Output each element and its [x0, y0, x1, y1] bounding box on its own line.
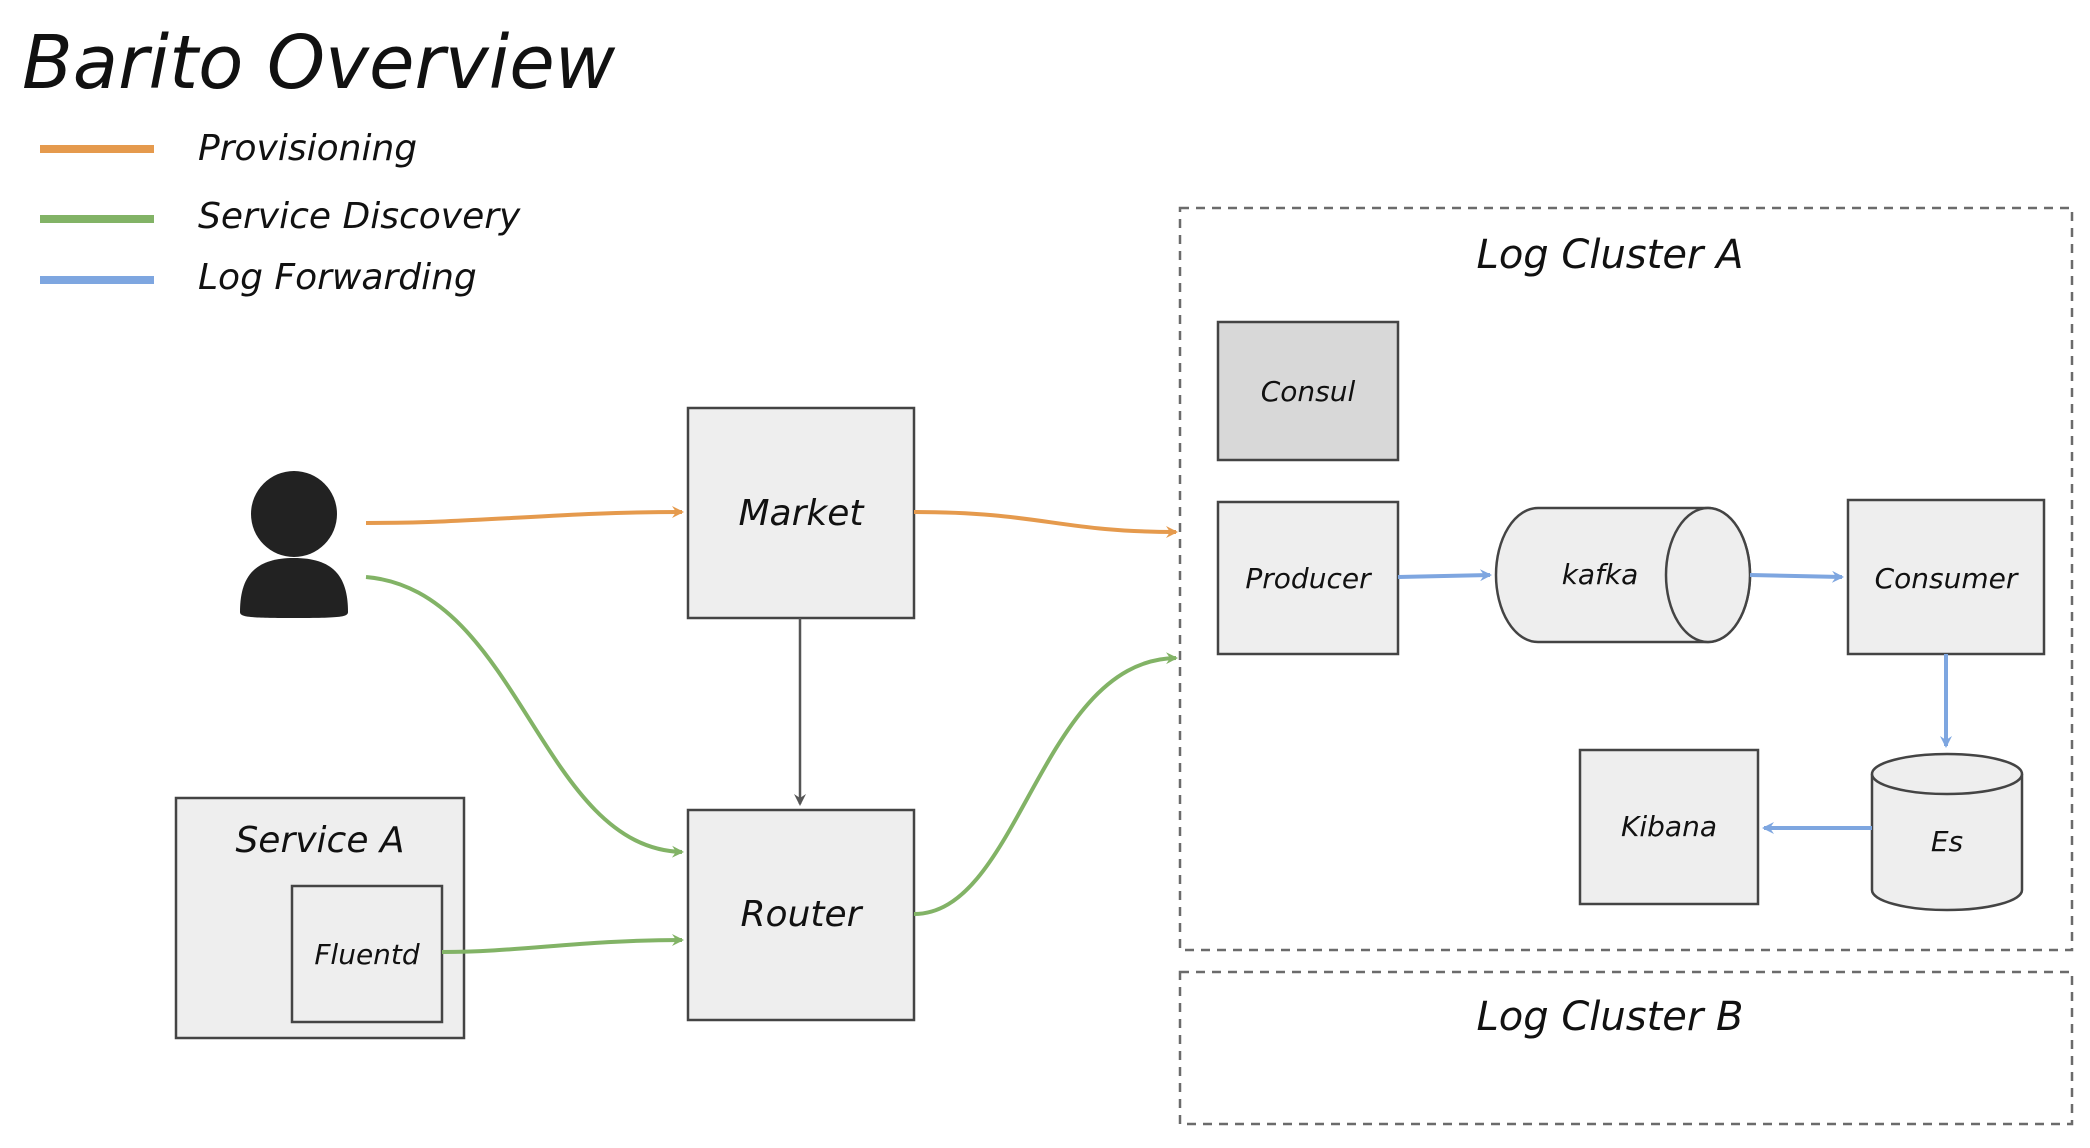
user-icon: [240, 471, 348, 618]
kibana-label: Kibana: [1621, 810, 1717, 843]
legend: Provisioning Service Discovery Log Forwa…: [40, 128, 521, 298]
edge-router-to-cluster: [913, 652, 1178, 916]
edge-user-to-market: [365, 506, 684, 525]
consul-node: [1216, 320, 1400, 462]
service-a-label: Service A: [235, 820, 404, 861]
fluentd-node: [290, 884, 444, 1024]
consumer-label: Consumer: [1875, 562, 2019, 595]
edge-producer-to-kafka: [1397, 569, 1492, 582]
producer-label: Producer: [1245, 562, 1372, 595]
kafka-label: kafka: [1562, 558, 1639, 591]
consul-label: Consul: [1261, 375, 1356, 408]
log-cluster-b-label: Log Cluster B: [1477, 994, 1744, 1040]
diagram-title: Barito Overview: [22, 20, 616, 106]
legend-label-provisioning: Provisioning: [198, 128, 417, 169]
edge-kafka-to-consumer: [1749, 570, 1844, 583]
legend-label-log-forwarding: Log Forwarding: [198, 257, 477, 298]
es-node: [1870, 752, 2024, 912]
log-cluster-a: [1178, 206, 2074, 952]
market-label: Market: [738, 493, 865, 534]
producer-node: [1216, 500, 1400, 656]
router-label: Router: [741, 894, 864, 935]
log-cluster-b: [1178, 970, 2074, 1126]
legend-label-service-discovery: Service Discovery: [198, 196, 521, 237]
edge-user-to-router: [365, 575, 684, 858]
market-node: [686, 406, 916, 620]
edge-market-to-cluster: [913, 510, 1178, 538]
edge-fluentd-to-router: [441, 934, 684, 954]
kafka-node: [1494, 506, 1752, 644]
router-node: [686, 808, 916, 1022]
es-label: Es: [1931, 825, 1963, 858]
kibana-node: [1578, 748, 1760, 906]
log-cluster-a-label: Log Cluster A: [1477, 232, 1744, 278]
consumer-node: [1846, 498, 2046, 656]
fluentd-label: Fluentd: [314, 938, 420, 971]
